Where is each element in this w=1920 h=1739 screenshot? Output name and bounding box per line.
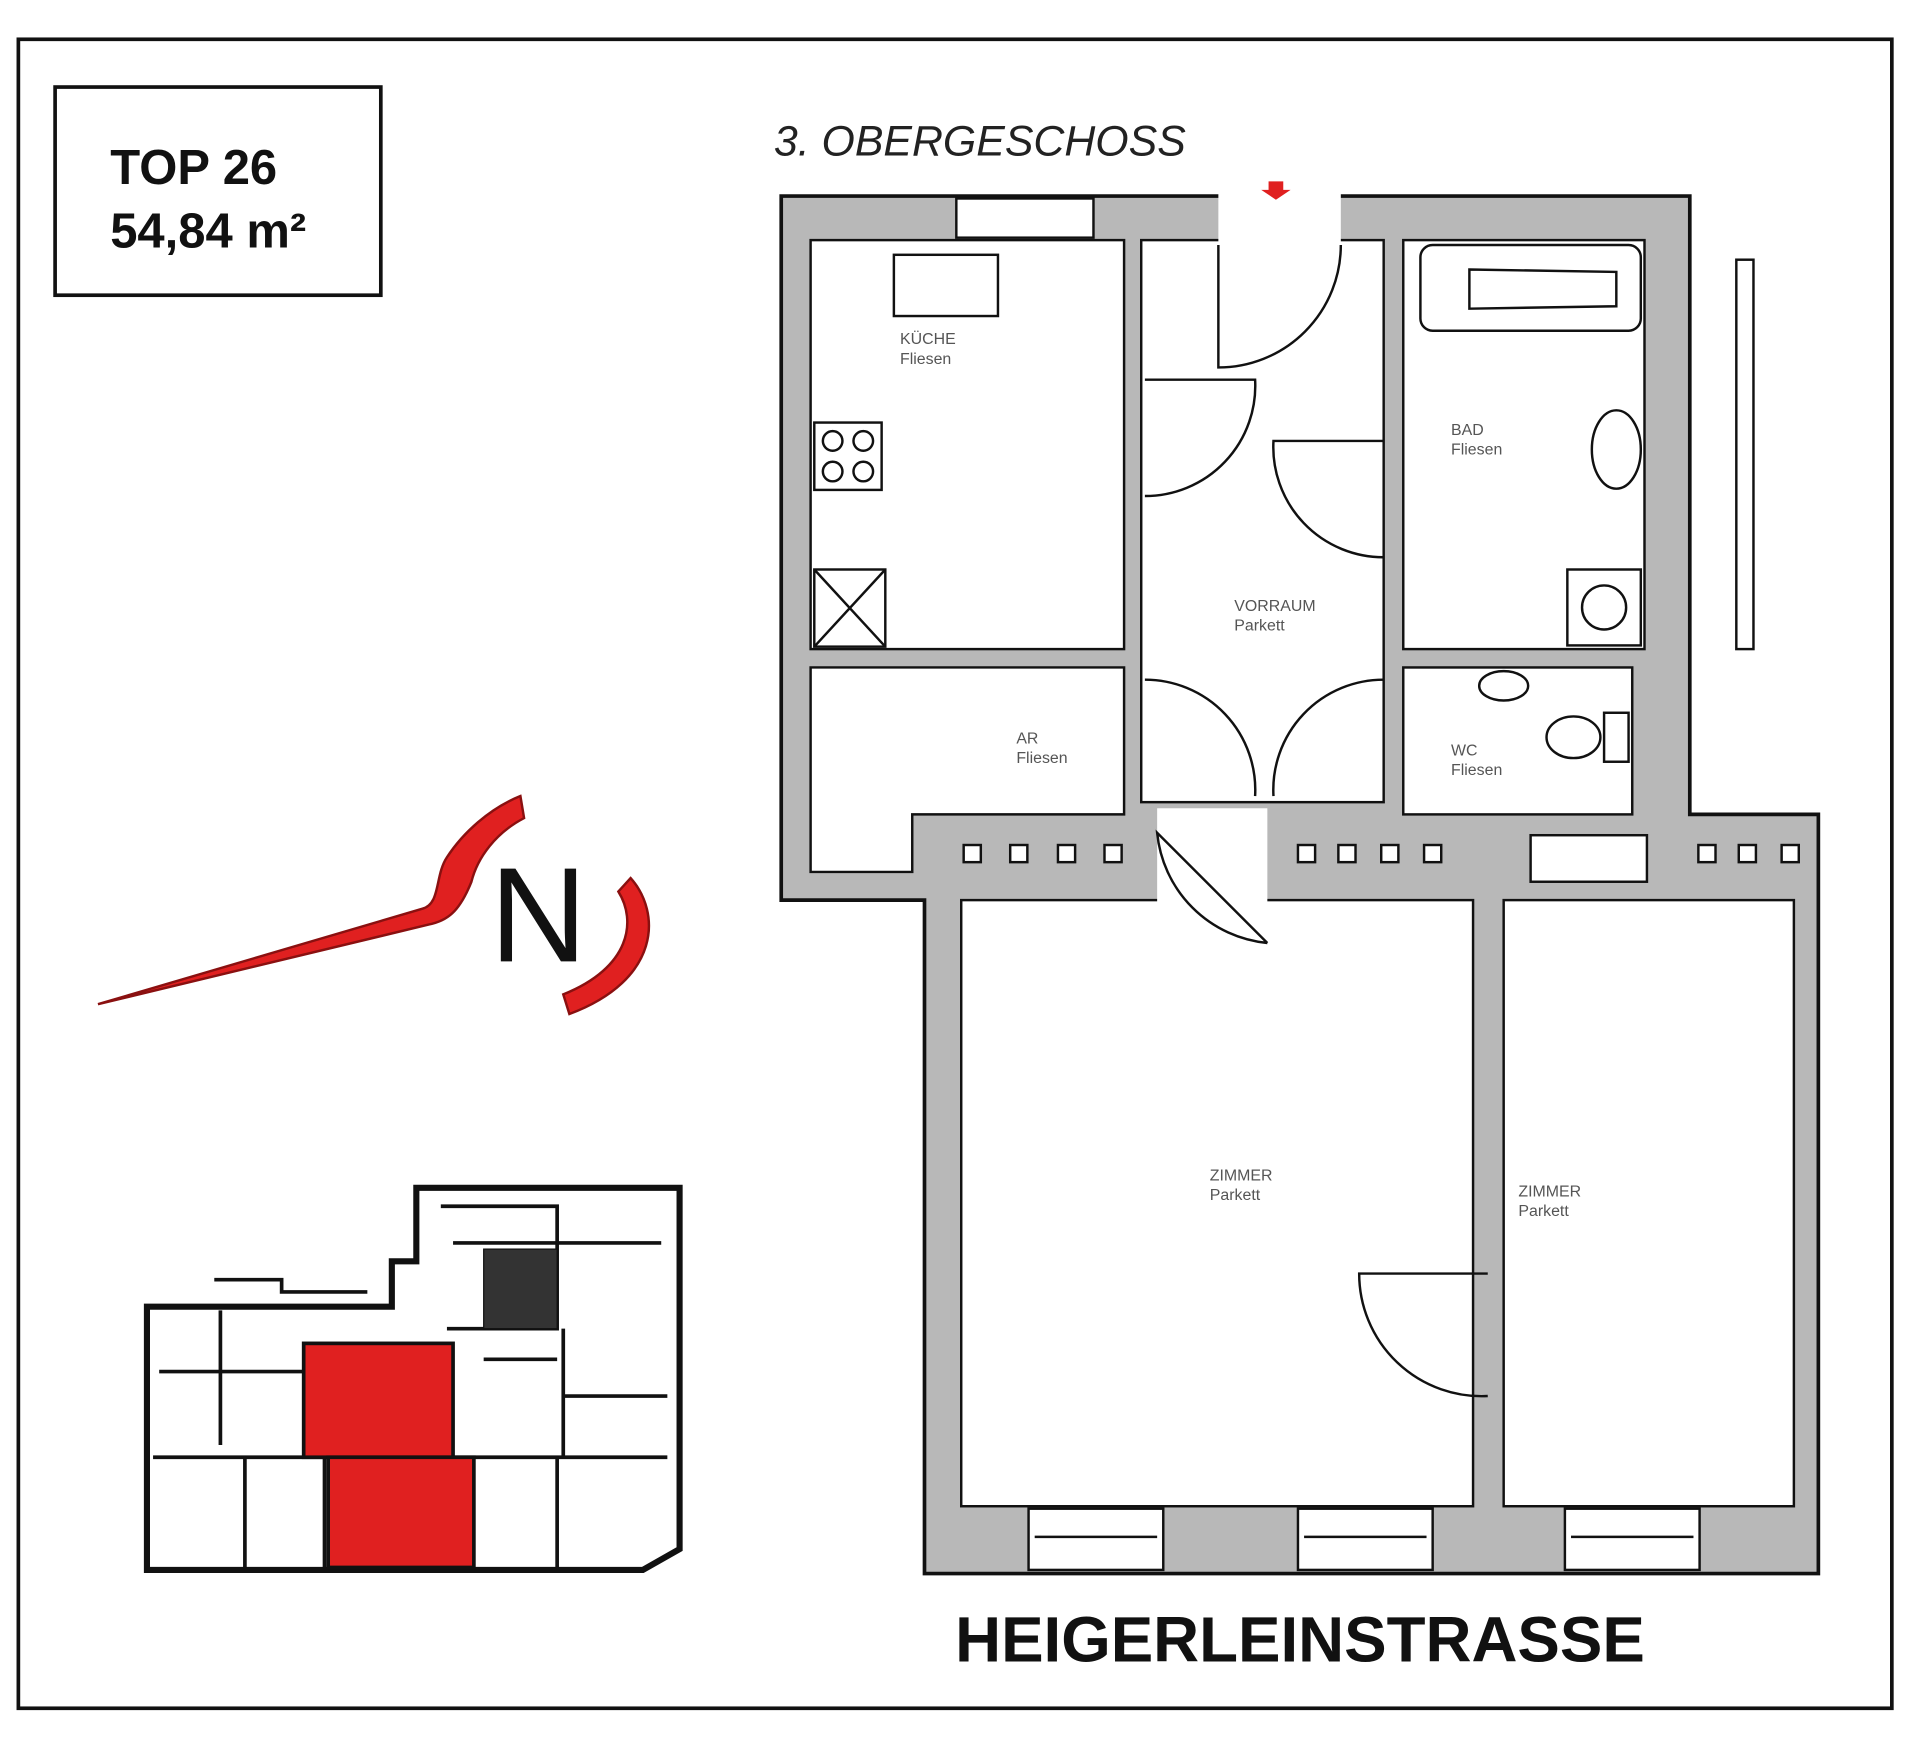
room-floor: Parkett xyxy=(1234,618,1285,635)
bathtub-icon xyxy=(1419,243,1643,332)
north-arrow-icon: N xyxy=(97,794,650,1016)
room-floor: Fliesen xyxy=(1451,441,1502,458)
north-label: N xyxy=(490,839,587,990)
room-zimmer-2 xyxy=(1502,898,1796,1508)
outer-frame xyxy=(16,37,1894,1711)
apartment-plan: KÜCHE Fliesen VORRAUM Parkett BAD Fliese… xyxy=(779,181,1821,1576)
room-label: VORRAUM xyxy=(1234,598,1315,615)
room-label: KÜCHE xyxy=(900,330,956,348)
room-label: AR xyxy=(1016,730,1038,747)
room-wc xyxy=(1402,666,1634,816)
building-key-plan xyxy=(143,1184,683,1573)
room-floor: Fliesen xyxy=(1451,762,1502,779)
floor-label: 3. OBERGESCHOSS xyxy=(774,118,1186,166)
stove-icon xyxy=(813,421,883,492)
room-floor: Parkett xyxy=(1518,1203,1569,1220)
room-floor: Parkett xyxy=(1210,1187,1261,1204)
room-label: ZIMMER xyxy=(1518,1183,1581,1200)
room-ar xyxy=(809,666,1126,874)
room-label: WC xyxy=(1451,743,1478,760)
unit-area: 54,84 m² xyxy=(110,204,306,258)
washbasin-icon xyxy=(1590,409,1643,490)
entrance-arrow-icon xyxy=(1261,181,1291,200)
room-label: ZIMMER xyxy=(1210,1168,1273,1185)
unit-info-box: TOP 26 54,84 m² xyxy=(53,85,383,298)
room-floor: Fliesen xyxy=(900,351,951,368)
room-vorraum xyxy=(1140,238,1385,804)
room-zimmer-1 xyxy=(960,898,1475,1508)
shower-icon xyxy=(1566,568,1643,647)
sink-icon xyxy=(892,253,1000,318)
toilet-icon xyxy=(1545,715,1602,760)
room-label: BAD xyxy=(1451,422,1484,439)
room-floor: Fliesen xyxy=(1016,750,1067,767)
unit-title: TOP 26 xyxy=(110,141,277,195)
street-name: HEIGERLEINSTRASSE xyxy=(955,1605,1645,1676)
radiator xyxy=(1735,258,1755,651)
